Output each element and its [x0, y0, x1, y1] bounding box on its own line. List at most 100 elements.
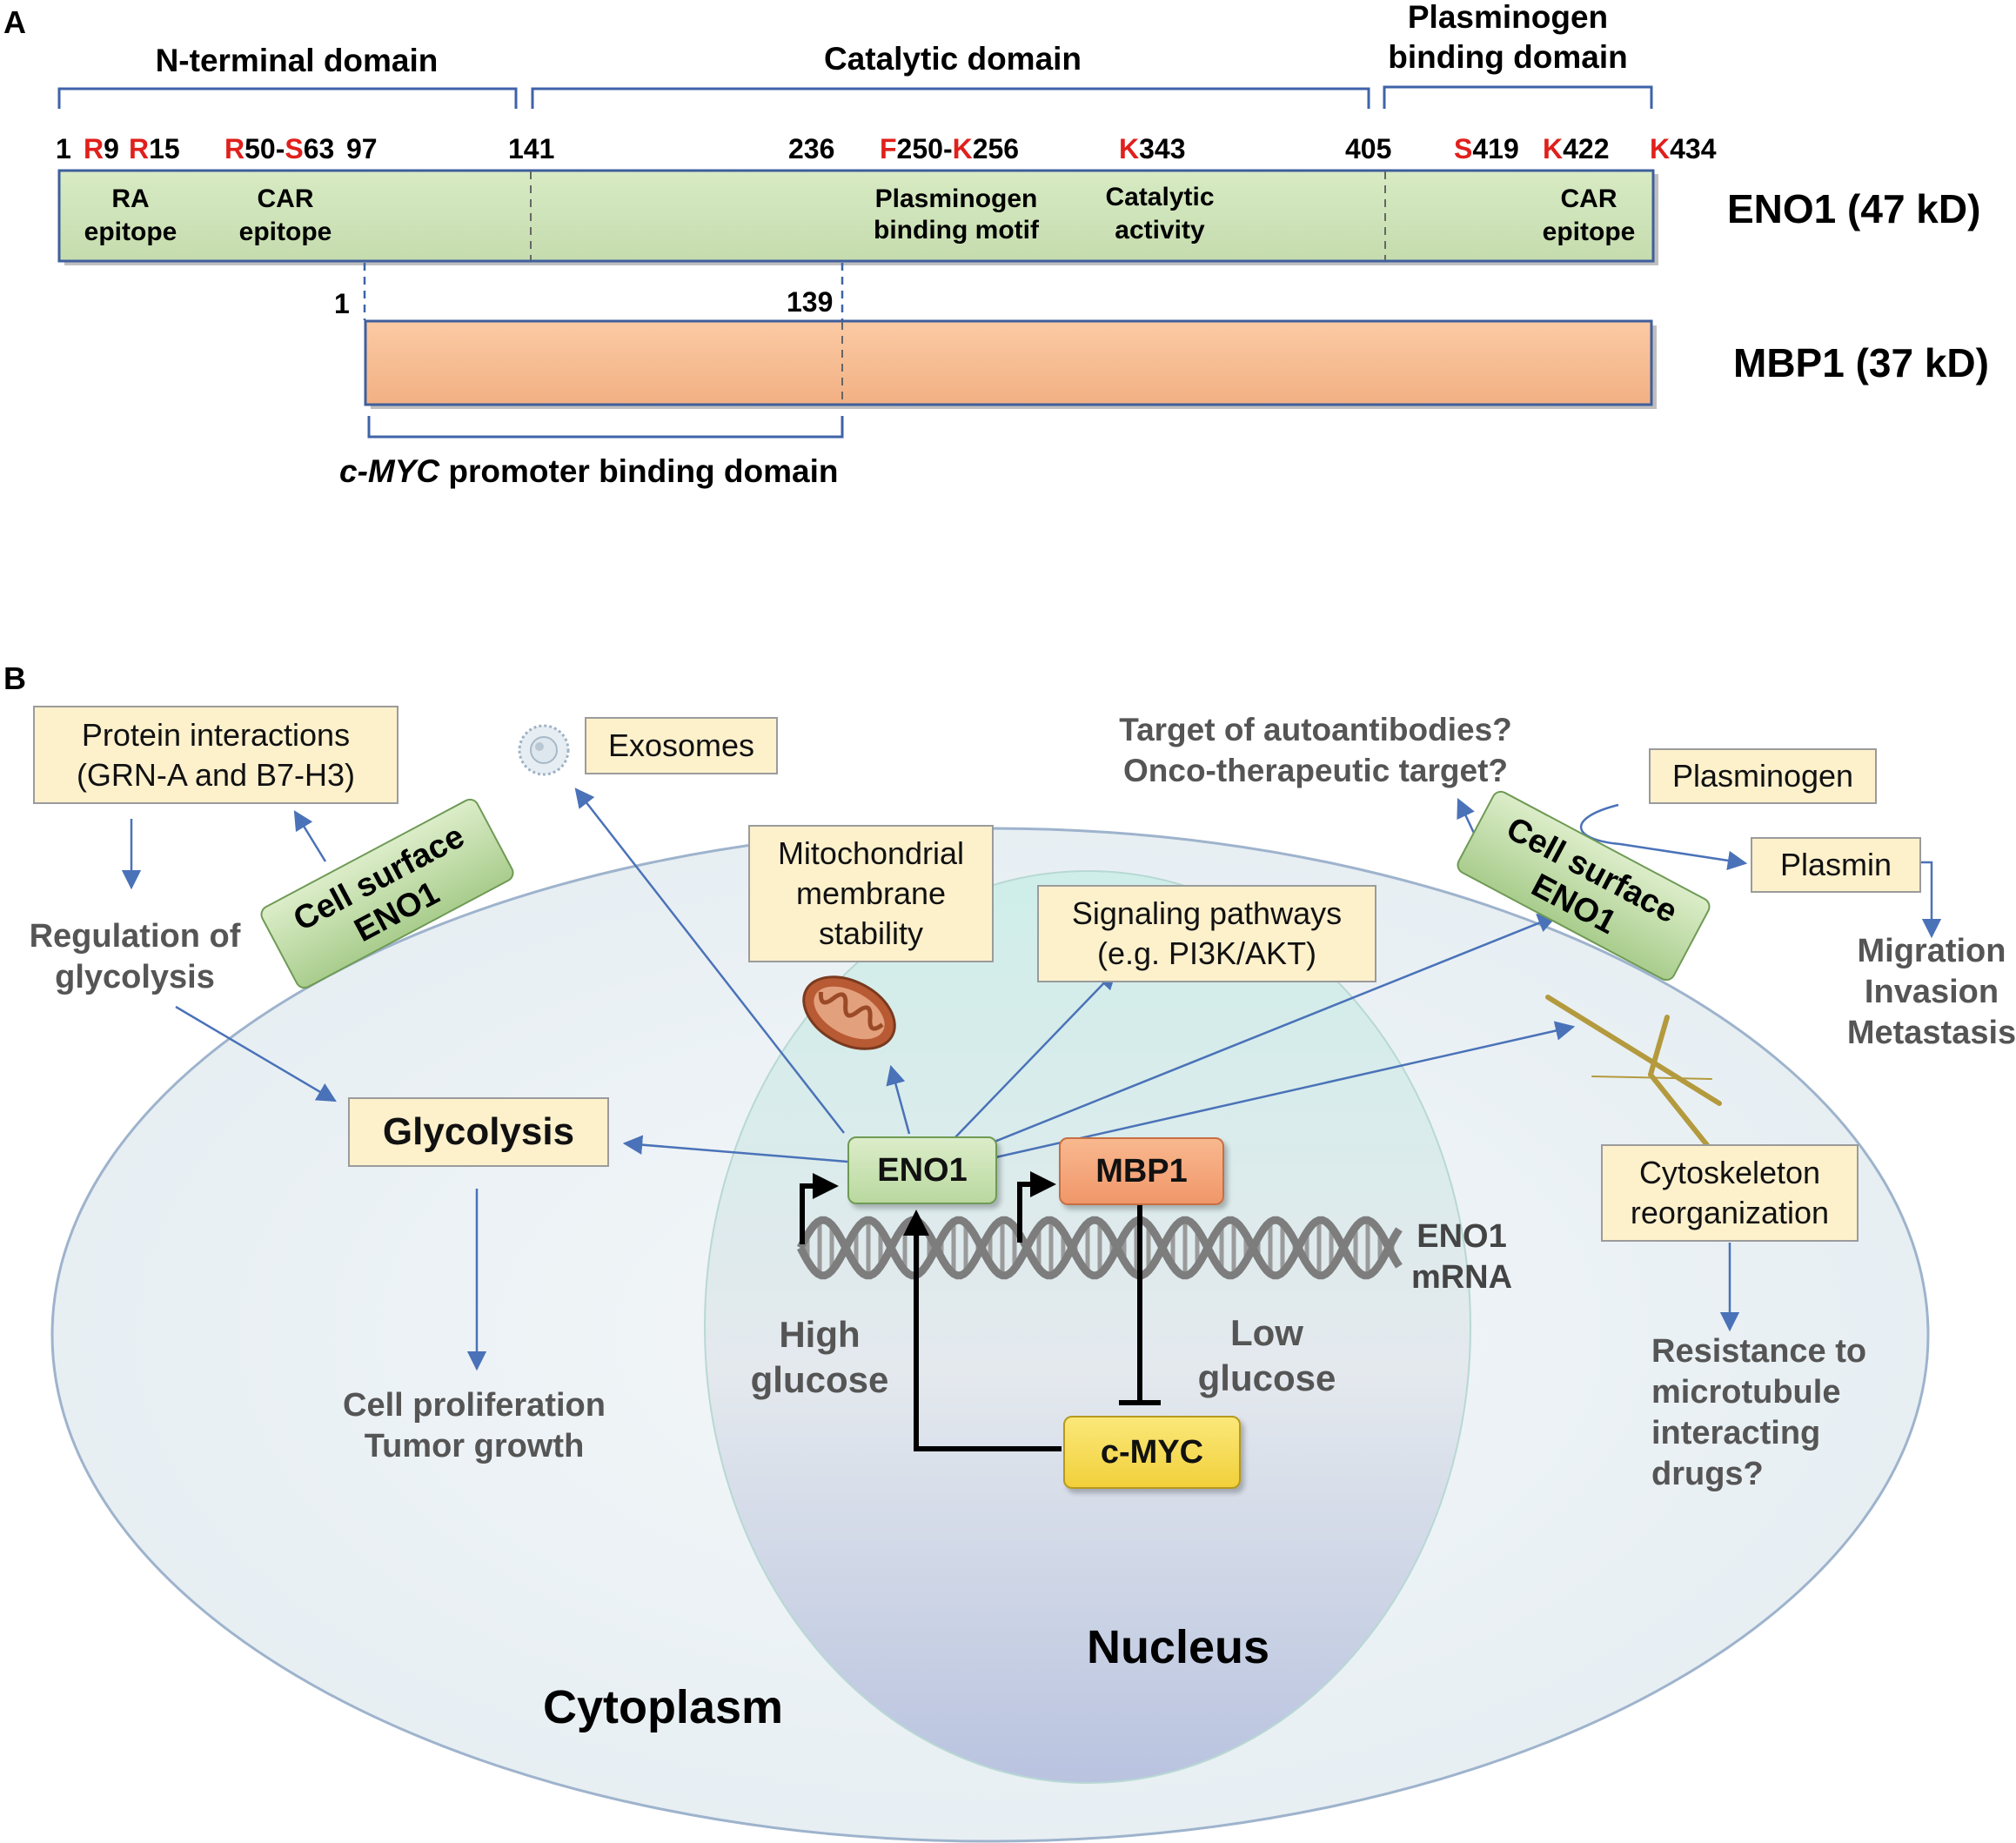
arrow-to-cell-surface-right	[981, 914, 1558, 1149]
domain-catalytic: Catalytic domain	[824, 41, 1082, 77]
cytoskeleton-line2: reorganization	[1630, 1195, 1830, 1230]
feature-cat-2: activity	[1115, 216, 1205, 245]
feature-ra-2: epitope	[84, 218, 177, 246]
cytoskeleton-line1: Cytoskeleton	[1638, 1155, 1821, 1190]
arrow-regulation-to-glycolysis	[175, 1005, 337, 1102]
plasminogen-box: Plasminogen	[1649, 748, 1877, 804]
eno1-name: ENO1 (47 kD)	[1727, 186, 1980, 231]
eno1-box: ENO1	[847, 1136, 997, 1204]
feature-car-1: CAR	[258, 184, 314, 213]
bracket-plasminogen	[1383, 85, 1653, 109]
mito-box: Mitochondrial membrane stability	[748, 825, 994, 962]
pos-k343: K343	[1119, 133, 1186, 164]
resistance-text: Resistance to microtubule interacting dr…	[1651, 1331, 1904, 1495]
eno1-domain-dividers	[530, 171, 1386, 260]
regulatory-arrows	[800, 1171, 1161, 1451]
mbp1-box-label: MBP1	[1095, 1152, 1188, 1190]
exosomes-label: Exosomes	[607, 727, 755, 763]
cytoskeleton-icon	[1545, 995, 1722, 1152]
eno1-box-label: ENO1	[877, 1151, 968, 1189]
pos-r15: R15	[129, 133, 180, 164]
eno1-mrna-line2: mRNA	[1410, 1259, 1513, 1296]
resistance-line2: microtubule	[1651, 1374, 1841, 1411]
pos-r9: R9	[84, 133, 119, 164]
cytoskeleton-box: Cytoskeleton reorganization	[1601, 1144, 1859, 1242]
nucleus-label: Nucleus	[1087, 1621, 1269, 1673]
pos-405: 405	[1345, 133, 1391, 164]
mito-line3: stability	[818, 915, 924, 951]
high-glucose-line2: glucose	[750, 1359, 889, 1400]
migration-text: Migration Invasion Metastasis	[1827, 931, 2016, 1054]
glycolysis-box: Glycolysis	[348, 1097, 609, 1167]
cell-proliferation-line2: Tumor growth	[364, 1428, 585, 1464]
exosomes-box: Exosomes	[585, 717, 778, 774]
cmyc-box: c-MYC	[1063, 1416, 1241, 1489]
cmyc-domain-label: c-MYC promoter binding domain	[339, 453, 839, 489]
pos-97: 97	[346, 133, 378, 164]
bracket-n-terminal	[57, 87, 518, 109]
pos-k434: K434	[1650, 133, 1717, 164]
mbp1-bar	[364, 319, 1653, 406]
panel-a-label: A	[3, 4, 26, 40]
protein-interactions-line1: Protein interactions	[81, 716, 351, 753]
pos-141: 141	[508, 133, 554, 164]
low-glucose-text: Low glucose	[1180, 1310, 1354, 1401]
residue-positions: 1 R9 R15 R50-S63 97 141 236 F250-K256 K3…	[56, 133, 1717, 164]
target-question-line1: Target of autoantibodies?	[1119, 712, 1512, 747]
domain-n-terminal: N-terminal domain	[156, 43, 439, 78]
high-glucose-text: High glucose	[733, 1312, 907, 1403]
arrow-plasminogen-to-plasmin	[1579, 803, 1748, 871]
arrow-to-glycolysis	[622, 1135, 848, 1163]
plasmin-box: Plasmin	[1751, 837, 1921, 893]
pos-k422: K422	[1543, 133, 1610, 164]
low-glucose-line1: Low	[1230, 1312, 1303, 1353]
pathway-arrows	[121, 787, 1942, 1371]
domain-plasminogen-2: binding domain	[1388, 39, 1627, 75]
mbp1-mapping-lines	[363, 263, 844, 320]
cmyc-box-label: c-MYC	[1100, 1433, 1204, 1471]
high-glucose-line1: High	[779, 1314, 861, 1355]
arrow-to-cytoskeleton	[991, 1021, 1576, 1160]
mbp1-pos-139: 139	[787, 286, 833, 318]
feature-ra-1: RA	[111, 184, 149, 213]
feature-plas-2: binding motif	[874, 216, 1040, 245]
resistance-line1: Resistance to	[1651, 1333, 1867, 1370]
cell-proliferation-line1: Cell proliferation	[343, 1387, 606, 1424]
plasmin-label: Plasmin	[1779, 847, 1892, 882]
mbp1-pos-1: 1	[334, 288, 350, 319]
protein-interactions-box: Protein interactions (GRN-A and B7-H3)	[33, 706, 399, 804]
arrow-high-glucose-promoter	[800, 1173, 839, 1244]
mitochondrion-icon	[802, 975, 896, 1050]
eno1-mrna-text: ENO1 mRNA	[1392, 1216, 1531, 1298]
eno1-bar	[57, 169, 1655, 263]
protein-interactions-line2: (GRN-A and B7-H3)	[76, 756, 356, 793]
arrow-to-signaling	[954, 969, 1117, 1139]
target-question: Target of autoantibodies? Onco-therapeut…	[1098, 709, 1533, 791]
feature-cat-1: Catalytic	[1105, 183, 1214, 211]
nucleus	[704, 870, 1471, 1784]
arrow-plasmin-to-migration	[1921, 861, 1942, 939]
arrow-mbp1-promoter	[1017, 1171, 1056, 1243]
pos-s419: S419	[1454, 133, 1519, 164]
low-glucose-line2: glucose	[1197, 1357, 1336, 1398]
arrow-to-mito	[886, 1064, 911, 1135]
signaling-line2: (e.g. PI3K/AKT)	[1096, 935, 1317, 971]
resistance-line3: interacting	[1651, 1415, 1821, 1451]
bracket-catalytic	[531, 87, 1370, 109]
migration-line2: Invasion	[1864, 974, 1999, 1010]
mito-line2: membrane	[795, 875, 947, 911]
feature-car-2: epitope	[239, 218, 332, 246]
pos-f250-k256: F250-K256	[880, 133, 1019, 164]
regulation-line1: Regulation of	[29, 918, 241, 955]
domain-brackets	[57, 85, 1653, 109]
dna-helix-icon	[797, 1216, 1403, 1280]
dna-strand-2	[797, 1216, 1403, 1280]
regulation-text: Regulation of glycolysis	[9, 916, 261, 998]
feature-car2-2: epitope	[1543, 218, 1636, 246]
mito-line1: Mitochondrial	[777, 835, 965, 871]
cell-proliferation-text: Cell proliferation Tumor growth	[313, 1385, 635, 1467]
regulation-line2: glycolysis	[55, 959, 215, 995]
pos-236: 236	[788, 133, 834, 164]
migration-line3: Metastasis	[1846, 1015, 2016, 1051]
